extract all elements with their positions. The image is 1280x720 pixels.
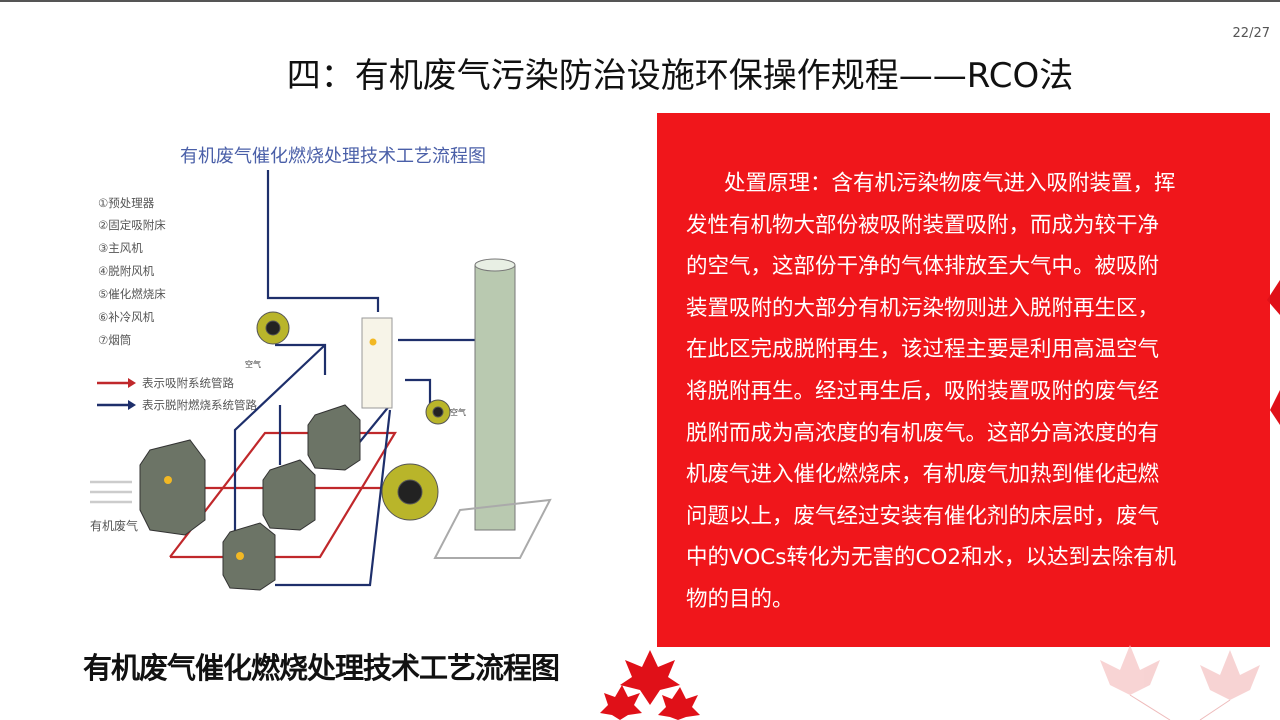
adsorber-beds (139, 404, 361, 591)
principle-line: 问题以上，废气经过安装有催化剂的床层时，废气 (686, 503, 1160, 529)
principle-line: 处置原理：含有机污染物废气进入吸附装置，挥 (724, 171, 1176, 196)
inlet-arrows (90, 480, 132, 504)
legend-item: ④脱附风机 (98, 264, 155, 278)
maple-leaf-decoration (1100, 645, 1260, 720)
principle-line: 装置吸附的大部分有机污染物则进入脱附再生区， (686, 295, 1160, 321)
principle-line: 的空气，这部份干净的气体排放至大气中。被吸附 (686, 254, 1160, 280)
principle-line: 中的VOCs转化为无害的CO2和水，以达到去除有机 (686, 545, 1177, 571)
desorption-pipes (233, 170, 480, 587)
air-label-1: 空气 (245, 359, 261, 369)
air-label-2: 空气 (450, 407, 466, 417)
principle-line: 发性有机物大部份被吸附装置吸附，而成为较干净 (686, 212, 1160, 238)
principle-line: 机废气进入催化燃烧床，有机废气加热到催化起燃 (686, 462, 1160, 488)
diagram-caption: 有机废气催化燃烧处理技术工艺流程图 (83, 651, 560, 685)
slide-title: 四：有机废气污染防治设施环保操作规程——RCO法 (286, 56, 1074, 96)
principle-panel (657, 113, 1270, 647)
fans (256, 311, 451, 521)
desorption-line-label: 表示脱附燃烧系统管路 (142, 398, 257, 412)
legend-item: ⑦烟筒 (98, 333, 131, 347)
maple-leaf-decoration-right (1267, 280, 1280, 425)
chimney-base (433, 498, 552, 559)
legend-item: ①预处理器 (98, 196, 155, 210)
diagram-title: 有机废气催化燃烧处理技术工艺流程图 (180, 146, 486, 167)
component-legend: ①预处理器 ②固定吸附床 ③主风机 ④脱附风机 ⑤催化燃烧床 ⑥补冷风机 ⑦烟筒 (98, 196, 166, 347)
legend-item: ③主风机 (98, 241, 143, 255)
line-legend: 表示吸附系统管路 表示脱附燃烧系统管路 (97, 376, 257, 412)
rco-process-diagram: 有机废气催化燃烧处理技术工艺流程图 ①预处理器 ②固定吸附床 ③主风机 ④脱附风… (90, 146, 552, 591)
legend-item: ②固定吸附床 (98, 218, 166, 232)
principle-line: 在此区完成脱附再生，该过程主要是利用高温空气 (686, 337, 1160, 363)
catalytic-bed (361, 317, 393, 409)
adsorption-line-label: 表示吸附系统管路 (142, 376, 234, 390)
principle-line: 将脱附再生。经过再生后，吸附装置吸附的废气经 (686, 378, 1160, 404)
legend-item: ⑤催化燃烧床 (98, 287, 166, 301)
page-number: 22/27 (1232, 26, 1270, 41)
top-border (0, 0, 1280, 2)
inlet-label: 有机废气 (90, 518, 138, 533)
maple-leaf-decoration-bottom (600, 650, 700, 720)
principle-text: 处置原理：含有机污染物废气进入吸附装置，挥 发性有机物大部份被吸附装置吸附，而成… (686, 163, 1176, 621)
principle-line: 物的目的。 (686, 586, 794, 612)
legend-item: ⑥补冷风机 (98, 310, 155, 324)
chimney (474, 264, 516, 531)
principle-line: 脱附而成为高浓度的有机废气。这部分高浓度的有 (686, 420, 1160, 446)
